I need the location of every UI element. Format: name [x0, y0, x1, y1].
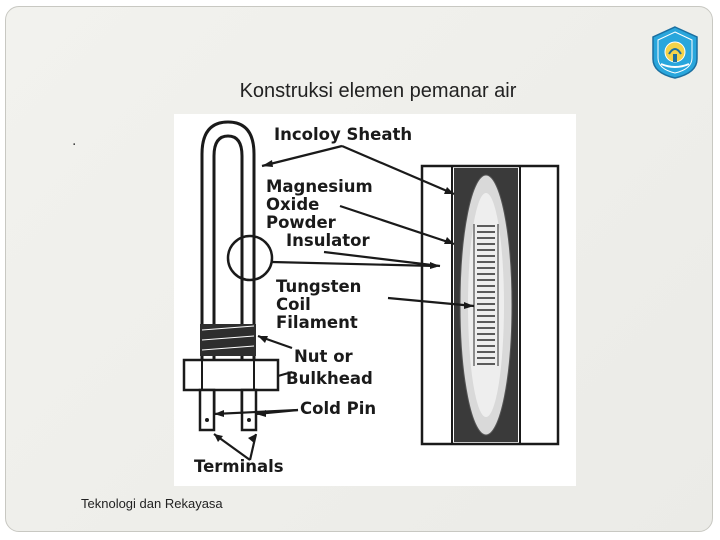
heating-element-diagram: Incoloy Sheath Magnesium Oxide Powder In… — [174, 114, 576, 486]
label-oxide: Oxide — [266, 195, 320, 214]
label-tungsten: Tungsten — [276, 277, 362, 296]
label-insulator: Insulator — [286, 231, 370, 250]
label-nut-or: Nut or — [294, 347, 353, 366]
label-coil: Coil — [276, 295, 311, 314]
diagram-drawing — [182, 120, 560, 461]
cold-pins — [198, 388, 258, 432]
label-bulkhead: Bulkhead — [286, 369, 373, 388]
sheath-drawing — [200, 120, 256, 414]
tut-wuri-handayani-logo-icon — [647, 24, 703, 80]
slide-footer: Teknologi dan Rekayasa — [81, 496, 223, 511]
label-incoloy-sheath: Incoloy Sheath — [274, 125, 413, 144]
label-filament: Filament — [276, 313, 358, 332]
label-magnesium: Magnesium — [266, 177, 373, 196]
bullet-point: . — [72, 132, 77, 149]
tungsten-filament — [477, 225, 495, 365]
label-terminals: Terminals — [194, 457, 284, 476]
arrowheads — [214, 160, 474, 443]
slide-title: Konstruksi elemen pemanar air — [239, 80, 517, 102]
nut-bulkhead — [182, 358, 280, 392]
label-powder: Powder — [266, 213, 336, 232]
label-cold-pin: Cold Pin — [300, 399, 377, 418]
detail-circle — [226, 234, 274, 282]
